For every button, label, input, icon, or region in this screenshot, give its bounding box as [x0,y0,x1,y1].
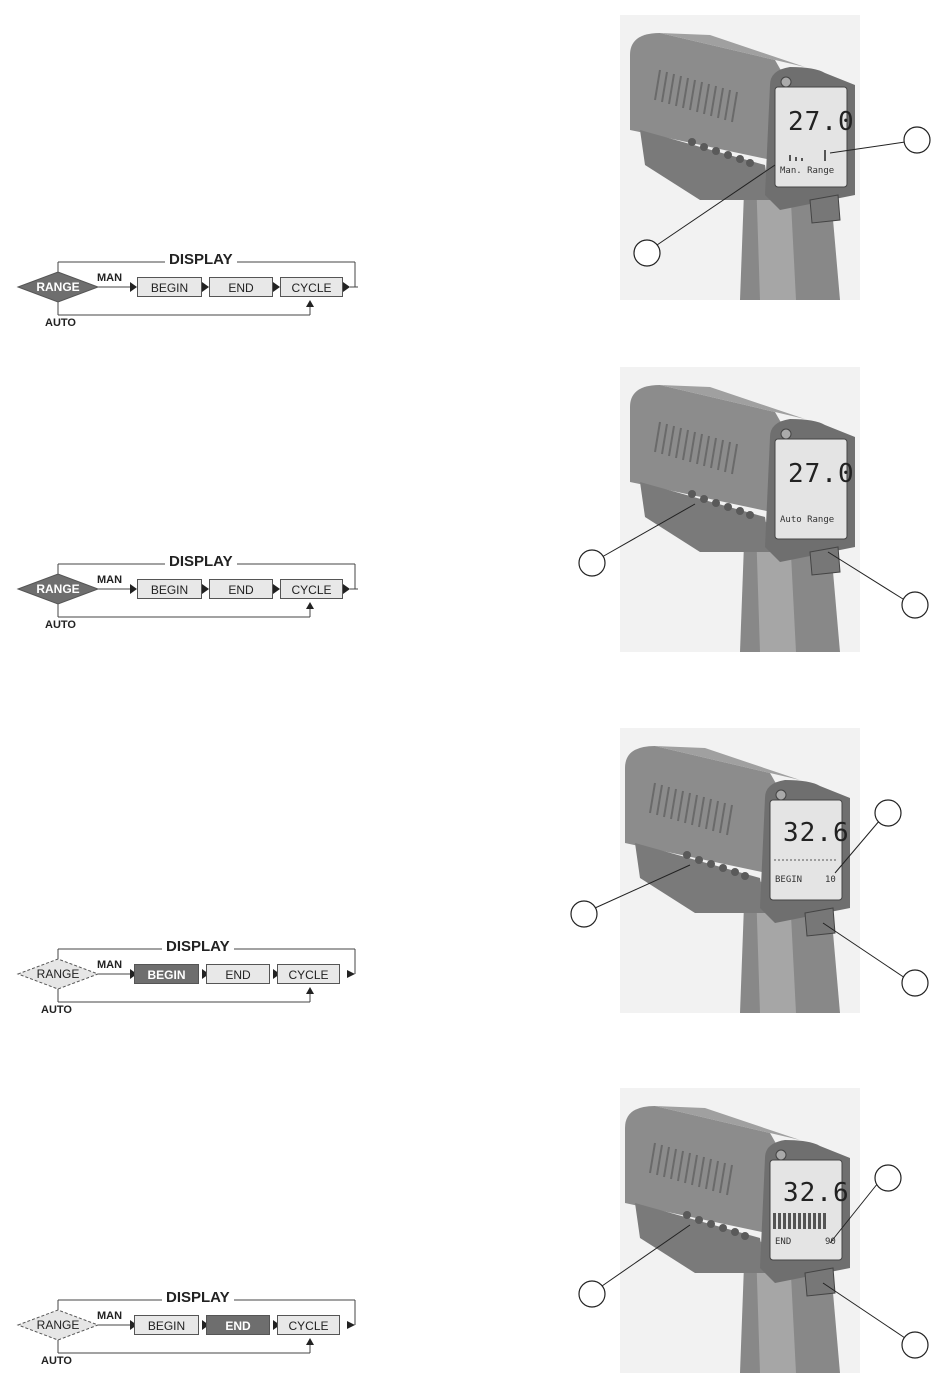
auto-label: AUTO [45,318,76,329]
thermometer-illustration-1: 27.0 Man. Range [560,15,950,305]
display-label: DISPLAY [165,252,237,267]
callout-circle [571,901,597,927]
device-reading: 32.6 [783,1178,850,1208]
display-label: DISPLAY [165,554,237,569]
display-label: DISPLAY [162,1290,234,1305]
display-label: DISPLAY [162,939,234,954]
device-screen-text: Auto Range [780,515,834,525]
flow-diagram-2: DISPLAY RANGE MAN AUTO BEGIN END CYCLE [10,547,370,637]
man-label: MAN [97,1311,122,1322]
thermometer-drawing [560,367,950,657]
device-screen-text: BEGIN [775,875,802,885]
thermometer-illustration-4: 32.6 END 90 [560,1088,950,1378]
man-label: MAN [97,960,122,971]
end-step: END [209,579,273,599]
range-label: RANGE [23,968,93,980]
begin-step: BEGIN [137,579,202,599]
callout-circle [902,592,928,618]
device-reading: 32.6 [783,818,850,848]
auto-label: AUTO [41,1005,72,1016]
flow-diagram-1: DISPLAY RANGE MAN AUTO BEGIN END CYCLE [10,245,370,335]
device-screen-text: END [775,1237,791,1247]
cycle-step: CYCLE [277,964,340,984]
thermometer-drawing [560,728,950,1018]
flow-diagram-4: DISPLAY RANGE MAN AUTO BEGIN END CYCLE [10,1283,370,1373]
device-screen-text: Man. Range [780,166,834,176]
cycle-step: CYCLE [280,277,343,297]
thermometer-drawing [560,1088,950,1378]
thermometer-drawing [560,15,950,305]
device-screen-value: 10 [825,875,836,885]
auto-label: AUTO [45,620,76,631]
callout-circle [904,127,930,153]
range-label: RANGE [23,583,93,595]
device-reading: 27.0 [788,459,855,489]
device-reading: 27.0 [788,107,855,137]
callout-circle [875,800,901,826]
begin-step: BEGIN [134,964,199,984]
auto-label: AUTO [41,1356,72,1367]
range-label: RANGE [23,281,93,293]
end-step: END [209,277,273,297]
callout-circle [902,1332,928,1358]
cycle-step: CYCLE [280,579,343,599]
end-step: END [206,1315,270,1335]
cycle-step: CYCLE [277,1315,340,1335]
flow-diagram-3: DISPLAY RANGE MAN AUTO BEGIN END CYCLE [10,932,370,1022]
thermometer-illustration-3: 32.6 BEGIN 10 [560,728,950,1018]
man-label: MAN [97,273,122,284]
begin-step: BEGIN [137,277,202,297]
end-step: END [206,964,270,984]
callout-circle [634,240,660,266]
callout-circle [579,1281,605,1307]
range-label: RANGE [23,1319,93,1331]
begin-step: BEGIN [134,1315,199,1335]
callout-circle [579,550,605,576]
callout-circle [875,1165,901,1191]
device-screen-value: 90 [825,1237,836,1247]
callout-circle [902,970,928,996]
man-label: MAN [97,575,122,586]
thermometer-illustration-2: 27.0 Auto Range [560,367,950,657]
